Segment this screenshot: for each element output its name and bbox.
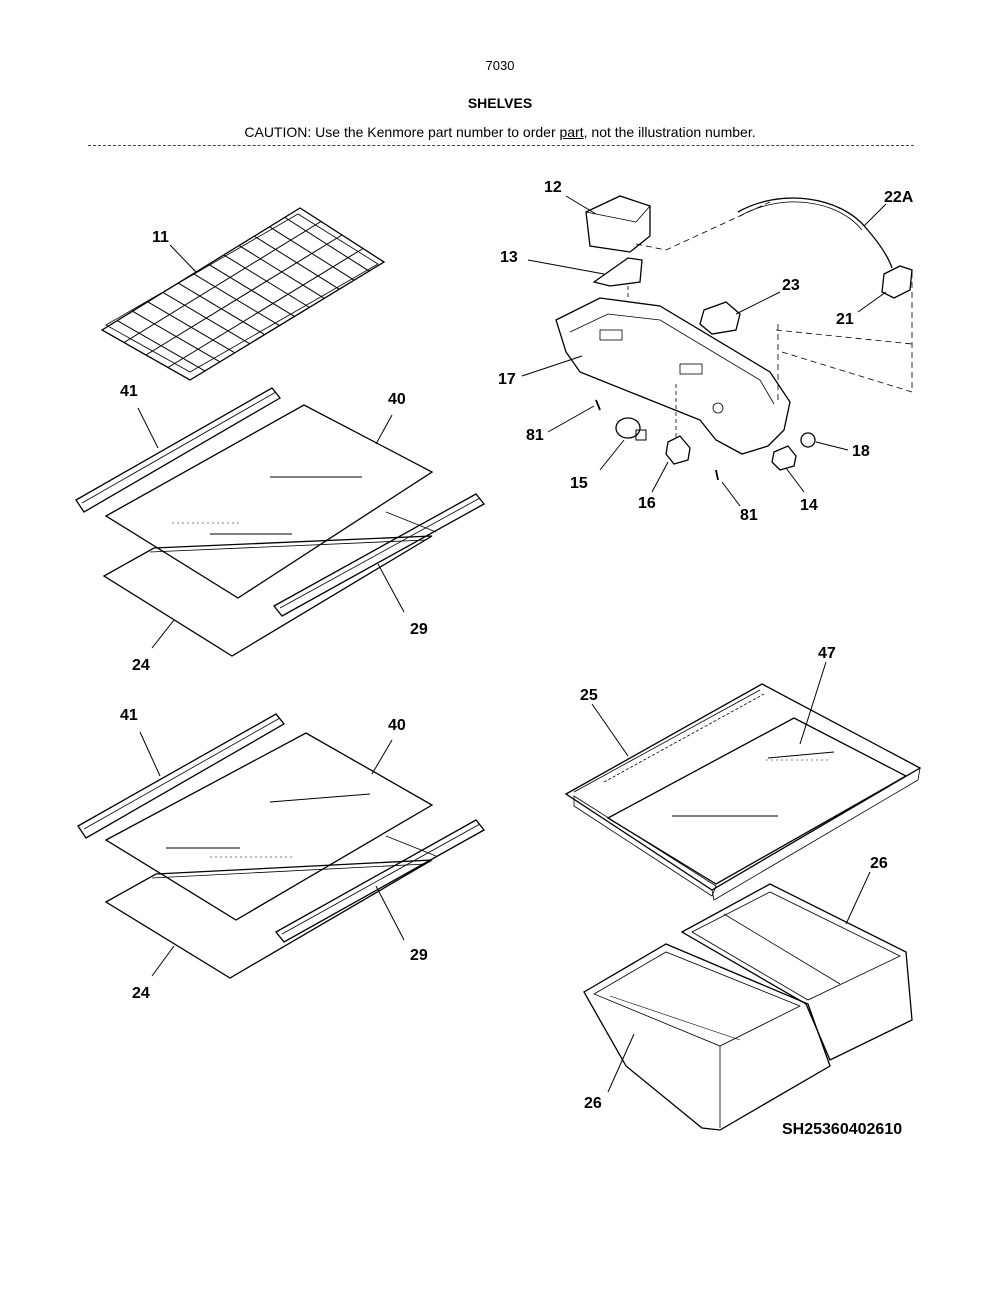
callout-25: 25 — [580, 687, 598, 704]
wire-crossbar — [145, 234, 343, 356]
leader-81a — [547, 405, 595, 433]
wire-shelf — [100, 207, 386, 381]
leader-15 — [599, 439, 625, 471]
leader-14 — [785, 467, 805, 493]
light-housing-assembly — [555, 195, 913, 481]
callout-81a: 81 — [526, 427, 544, 444]
leader-26b — [607, 1033, 635, 1093]
light-housing-17 — [555, 297, 791, 455]
callout-12: 12 — [544, 179, 562, 196]
upper-rail-29 — [273, 493, 485, 617]
callout-26a: 26 — [870, 855, 888, 872]
callout-22A: 22A — [884, 189, 914, 206]
leader-22A — [863, 203, 887, 227]
leader-29a — [377, 563, 405, 613]
upper-shelf-assembly — [75, 387, 485, 657]
lower-glass-40 — [104, 732, 434, 921]
leader-47 — [799, 661, 827, 745]
caution-note: CAUTION: Use the Kenmore part number to … — [0, 124, 1000, 140]
caution-prefix: CAUTION: Use the Kenmore part number to … — [244, 124, 560, 140]
callout-81b: 81 — [740, 507, 758, 524]
crisper-drawer-front-26 — [583, 943, 831, 1131]
crisper-drawers — [583, 883, 913, 1131]
diagram-code: SH25360402610 — [782, 1121, 903, 1138]
leader-17 — [521, 355, 583, 377]
switch-14 — [771, 445, 797, 471]
header-divider — [88, 145, 914, 146]
upper-frame-24 — [102, 535, 433, 657]
leader-11 — [169, 244, 197, 273]
bracket-13 — [592, 257, 643, 287]
bulb-15 — [615, 417, 641, 439]
leader-26a — [845, 871, 871, 925]
lower-rail-29 — [275, 819, 485, 943]
callout-18: 18 — [852, 443, 870, 460]
leader-13 — [527, 259, 605, 275]
leader-24b — [151, 945, 175, 977]
lower-frame-24 — [104, 859, 433, 979]
callout-17: 17 — [498, 371, 516, 388]
screw-81b — [715, 469, 719, 481]
leader-25 — [591, 703, 629, 757]
callout-29a: 29 — [410, 621, 428, 638]
leader-12 — [565, 195, 597, 215]
callout-21: 21 — [836, 311, 854, 328]
connector-23 — [699, 301, 741, 335]
callout-41b: 41 — [120, 707, 138, 724]
leader-41b — [139, 731, 161, 777]
switch-21 — [881, 265, 913, 299]
callout-15: 15 — [570, 475, 588, 492]
callout-14: 14 — [800, 497, 818, 514]
callout-11: 11 — [152, 229, 169, 246]
page-number: 7030 — [485, 58, 515, 73]
leader-24a — [151, 619, 175, 649]
callout-40a: 40 — [388, 391, 406, 408]
wire-crossbar — [123, 221, 322, 343]
callout-41a: 41 — [120, 383, 138, 400]
callout-47: 47 — [818, 645, 836, 662]
crisper-glass-47 — [606, 717, 908, 885]
callout-29b: 29 — [410, 947, 428, 964]
clip-18 — [800, 432, 816, 448]
leader-40b — [371, 739, 393, 775]
light-shield-12 — [585, 195, 651, 253]
callout-40b: 40 — [388, 717, 406, 734]
callout-26b: 26 — [584, 1095, 602, 1112]
callout-13: 13 — [500, 249, 518, 266]
leader-18 — [815, 441, 849, 451]
leader-23 — [735, 291, 781, 315]
leader-81b — [721, 481, 741, 507]
leader-21 — [857, 291, 887, 313]
callout-24a: 24 — [132, 657, 150, 674]
wire-crossbar — [167, 248, 364, 368]
crisper-cover-frame-25 — [564, 683, 922, 891]
upper-glass-40 — [104, 404, 434, 599]
page-title: SHELVES — [467, 95, 533, 111]
caution-underlined: part — [559, 124, 584, 140]
crisper-drawer-rear-26 — [680, 883, 913, 1061]
lower-rail-41 — [77, 713, 285, 839]
crisper-cover — [564, 683, 922, 901]
callout-24b: 24 — [132, 985, 150, 1002]
callout-16: 16 — [638, 495, 656, 512]
callout-23: 23 — [782, 277, 800, 294]
leader-16 — [651, 461, 669, 493]
lower-shelf-assembly — [77, 713, 485, 979]
wire-shelf-rungs — [116, 216, 370, 372]
caution-suffix: , not the illustration number. — [583, 124, 756, 140]
upper-rail-41 — [75, 387, 281, 513]
leader-41a — [137, 407, 159, 449]
leader-29b — [375, 885, 405, 941]
screw-81a — [595, 399, 601, 411]
wire-22A — [737, 197, 893, 269]
leader-40a — [375, 414, 393, 445]
socket-16 — [665, 435, 691, 465]
